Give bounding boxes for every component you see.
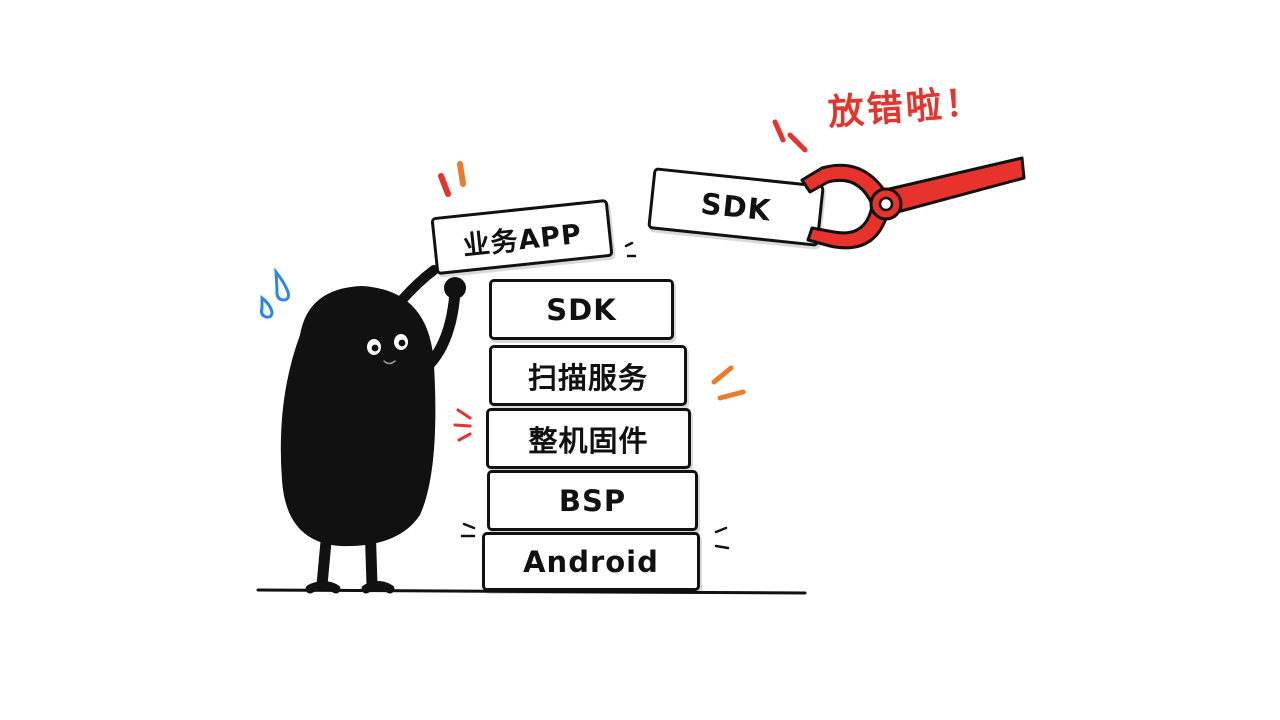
stack-layer-scan-service: 扫描服务 — [489, 345, 687, 406]
character-left-foot — [305, 581, 341, 594]
motion-marks-top — [438, 161, 466, 197]
motion-marks-claw — [772, 119, 808, 153]
character-hand — [444, 277, 466, 299]
stack-layer-sdk: SDK — [489, 279, 674, 340]
character-right-foot — [361, 581, 395, 594]
stack-layer-firmware: 整机固件 — [486, 408, 691, 469]
character-mouth — [383, 360, 396, 365]
black-blob-character — [280, 286, 436, 547]
motion-marks-held-right — [624, 241, 637, 258]
stack-layer-bsp: BSP — [487, 470, 698, 531]
character-upper-hand — [397, 265, 439, 305]
stack-layer-android: Android — [482, 532, 700, 591]
motion-marks-lower — [460, 522, 730, 550]
sweat-drops-icon — [260, 267, 290, 319]
motion-marks-right-orange — [711, 365, 746, 401]
character-left-pupil — [371, 344, 379, 352]
motion-marks-left-red — [453, 408, 472, 442]
exclamation-text: 放错啦！ — [826, 82, 986, 134]
character-right-pupil — [398, 339, 406, 347]
character-arm — [402, 286, 461, 386]
